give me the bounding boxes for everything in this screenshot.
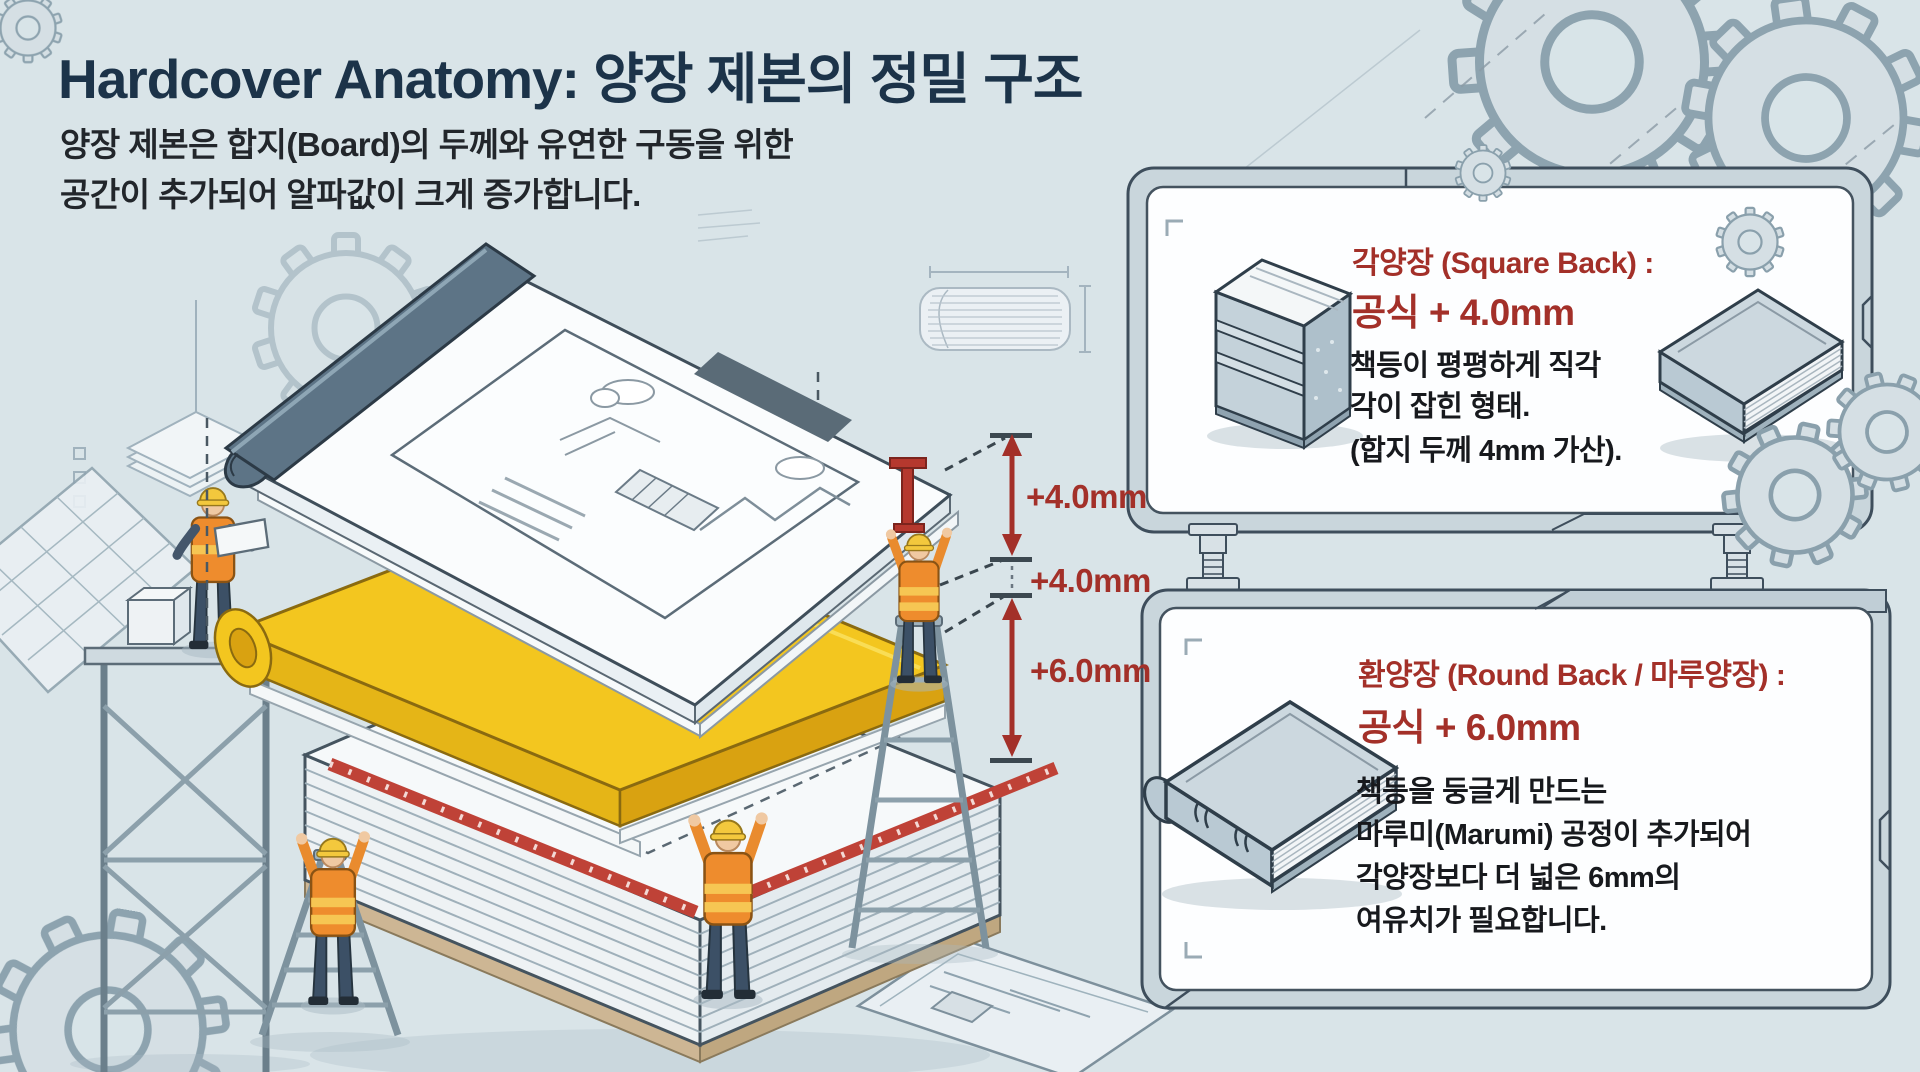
floor-blueprint-sketch (855, 936, 1175, 1072)
square-back-formula: 공식 + 4.0mm (1352, 292, 1575, 333)
standing-book-icon (1207, 258, 1363, 450)
round-back-book-icon (1143, 699, 1402, 910)
crate-on-scaffold (125, 586, 193, 646)
red-clamp-tool (889, 457, 927, 533)
measuring-tapes (327, 757, 1059, 919)
round-back-formula: 공식 + 6.0mm (1358, 707, 1581, 748)
square-back-book-icon (1657, 288, 1845, 462)
paper-stack-sketch (73, 300, 378, 508)
spine-cross-section-sketch (919, 266, 1091, 353)
page-title: Hardcover Anatomy: 양장 제본의 정밀 구조 (58, 48, 1083, 110)
subtitle-line-1: 양장 제본은 합지(Board)의 두께와 유연한 구동을 위한 (60, 126, 794, 163)
cover-artwork (389, 328, 861, 620)
dimension-label-spine: +6.0mm (1030, 652, 1151, 689)
subtitle-line-2: 공간이 추가되어 알파값이 크게 증가합니다. (60, 176, 641, 213)
hardcover-layer (223, 242, 959, 740)
dimension-label-cover: +4.0mm (1026, 478, 1147, 515)
dimension-annotation (939, 433, 1032, 763)
round-back-desc-4: 여유치가 필요합니다. (1356, 905, 1607, 937)
round-back-desc-2: 마루미(Marumi) 공정이 추가되어 (1356, 819, 1752, 851)
round-back-desc-3: 각양장보다 더 넓은 6mm의 (1356, 862, 1681, 894)
square-back-desc-1: 책등이 평평하게 직각 (1350, 350, 1601, 382)
dimension-label-board: +4.0mm (1030, 562, 1151, 599)
square-back-title: 각양장 (Square Back) : (1352, 247, 1654, 280)
square-back-desc-3: (합지 두께 4mm 가산). (1350, 435, 1622, 467)
round-back-desc-1: 책등을 둥글게 만드는 (1356, 776, 1607, 808)
panel-connectors (1186, 523, 1764, 591)
scaffold-tower (70, 586, 310, 1072)
square-back-desc-2: 각이 잡힌 형태. (1350, 391, 1530, 423)
round-back-title: 환양장 (Round Back / 마루양장) : (1358, 659, 1786, 692)
